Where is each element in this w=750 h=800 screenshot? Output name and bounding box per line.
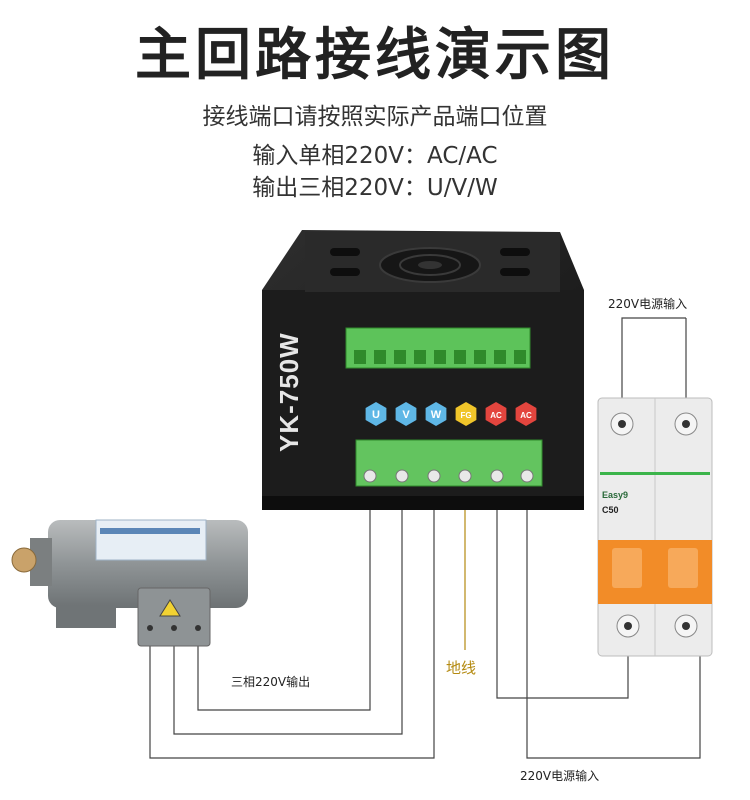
wire-w [149, 478, 435, 759]
terminal-badge-u-0: U [365, 402, 387, 426]
subtitle-line-2: 输入单相220V：AC/AC [252, 143, 498, 169]
terminal-badge-shape [485, 402, 507, 426]
terminal-badge-label: AC [520, 411, 532, 420]
wire-u [197, 478, 371, 711]
terminal-badge-w-2: W [425, 402, 447, 426]
controller-model-label: YK-750W [274, 332, 304, 452]
terminal-badge-shape [365, 402, 387, 426]
terminal-badge-label: AC [490, 411, 502, 420]
controller-device [262, 230, 584, 510]
terminal-badge-label: FG [460, 411, 471, 420]
wires [149, 317, 701, 759]
page-title: 主回路接线演示图 [135, 23, 615, 88]
terminal-badge-shape [395, 402, 417, 426]
wire-ac1 [496, 478, 629, 699]
breaker-rating: C50 [602, 505, 619, 515]
ground-wire-label: 地线 [446, 659, 477, 677]
terminal-badge-ac-4: AC [485, 402, 507, 426]
subtitle-line-1: 接线端口请按照实际产品端口位置 [202, 104, 548, 130]
power-input-label-bottom: 220V电源输入 [520, 769, 600, 783]
subtitle-line-3: 输出三相220V：U/V/W [252, 175, 498, 201]
breaker-brand: Easy9 [602, 490, 628, 500]
terminal-badge-label: V [402, 409, 410, 421]
circuit-breaker [597, 397, 713, 657]
power-input-label-top: 220V电源输入 [608, 297, 688, 311]
terminal-badge-ac-5: AC [515, 402, 537, 426]
terminal-badge-fg-3: FG [455, 402, 477, 426]
terminal-badge-v-1: V [395, 402, 417, 426]
terminal-badge-label: W [431, 409, 442, 421]
terminal-badge-shape [455, 402, 477, 426]
motor [11, 519, 248, 647]
terminal-badge-shape [515, 402, 537, 426]
wire-in1 [621, 317, 686, 418]
terminal-badge-shape [425, 402, 447, 426]
terminal-badge-label: U [372, 409, 380, 421]
wire-v [173, 478, 403, 735]
three-phase-output-label: 三相220V输出 [231, 675, 311, 689]
wire-ac2 [526, 478, 701, 759]
